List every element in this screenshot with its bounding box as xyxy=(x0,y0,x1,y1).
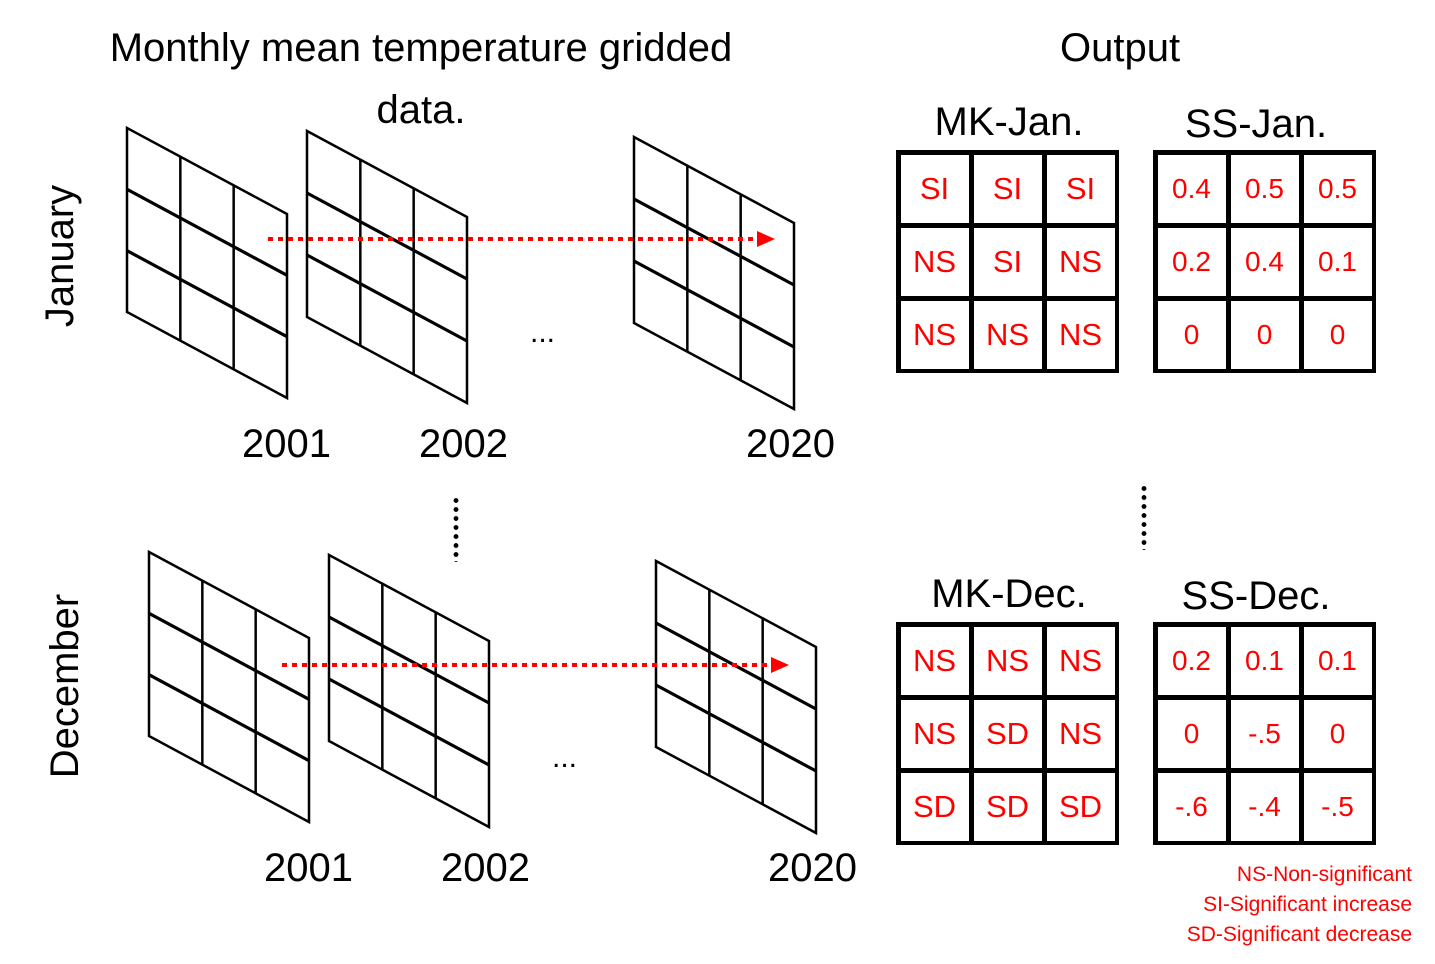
year-label-2001-dec: 2001 xyxy=(264,846,353,890)
grid-jan-2002 xyxy=(305,128,469,406)
row-label-december: December xyxy=(43,593,87,779)
grid-line-horizontal xyxy=(126,249,288,339)
grid-line-horizontal xyxy=(633,197,795,287)
table-cell: -.5 xyxy=(1302,771,1373,842)
table-cell: 0.1 xyxy=(1302,226,1373,297)
table-title-ss-dec: SS-Dec. xyxy=(1181,574,1331,618)
table-cell: 0 xyxy=(1302,698,1373,769)
table-cell: 0 xyxy=(1302,299,1373,370)
table-cell: 0 xyxy=(1156,698,1227,769)
table-cell: NS xyxy=(899,226,970,297)
grid-line-horizontal xyxy=(148,611,310,701)
table-cell: SI xyxy=(1045,153,1116,224)
table-cell: NS xyxy=(899,698,970,769)
table-cell: SD xyxy=(972,698,1043,769)
arrow-head xyxy=(771,657,789,673)
row-label-january: January xyxy=(38,184,82,328)
legend-item-si: SI-Significant increase xyxy=(1203,893,1412,916)
ellipsis-december: ... xyxy=(552,741,578,774)
time-arrow-december xyxy=(282,657,789,673)
grid-dec-2020 xyxy=(654,558,818,836)
table-ss-dec: 0.2 0.1 0.1 0 -.5 0 -.6 -.4 -.5 xyxy=(1153,622,1376,845)
table-cell: NS xyxy=(1045,625,1116,696)
time-arrow-january xyxy=(268,231,775,247)
output-title: Output xyxy=(1060,26,1181,70)
year-label-2001-jan: 2001 xyxy=(242,422,331,466)
grid-dec-2002 xyxy=(327,552,491,830)
table-cell: NS xyxy=(1045,226,1116,297)
table-title-ss-jan: SS-Jan. xyxy=(1184,102,1328,146)
table-cell: NS xyxy=(899,299,970,370)
grid-line-horizontal xyxy=(306,253,468,343)
grid-jan-2001 xyxy=(125,125,289,401)
year-label-2020-dec: 2020 xyxy=(768,846,857,890)
table-mk-jan: SI SI SI NS SI NS NS NS NS xyxy=(896,150,1119,373)
table-cell: NS xyxy=(1045,299,1116,370)
year-label-2002-jan: 2002 xyxy=(419,422,508,466)
table-cell: SD xyxy=(972,771,1043,842)
grid-jan-2020 xyxy=(632,134,796,412)
table-cell: 0.5 xyxy=(1302,153,1373,224)
table-cell: 0 xyxy=(1156,299,1227,370)
table-cell: -.6 xyxy=(1156,771,1227,842)
table-cell: SI xyxy=(972,226,1043,297)
legend-item-sd: SD-Significant decrease xyxy=(1186,923,1412,946)
grid-line-horizontal xyxy=(328,615,490,705)
table-cell: -.4 xyxy=(1229,771,1300,842)
table-cell: SI xyxy=(972,153,1043,224)
arrow-head xyxy=(757,231,775,247)
table-cell: 0.1 xyxy=(1302,625,1373,696)
grid-line-horizontal xyxy=(306,191,468,281)
table-cell: 0.1 xyxy=(1229,625,1300,696)
grid-line-horizontal xyxy=(126,187,288,277)
year-label-2020-jan: 2020 xyxy=(746,422,835,466)
vertical-ellipsis-right xyxy=(1141,484,1147,550)
table-cell: SI xyxy=(899,153,970,224)
grid-dec-2001 xyxy=(147,549,311,825)
table-cell: 0.2 xyxy=(1156,625,1227,696)
diagram-title-line-1: Monthly mean temperature gridded xyxy=(109,26,733,70)
table-cell: 0.2 xyxy=(1156,226,1227,297)
table-cell: -.5 xyxy=(1229,698,1300,769)
diagram-title-line-2: data. xyxy=(376,88,466,132)
table-cell: NS xyxy=(972,625,1043,696)
table-title-mk-jan: MK-Jan. xyxy=(934,100,1084,144)
table-cell: NS xyxy=(1045,698,1116,769)
table-cell: 0 xyxy=(1229,299,1300,370)
grid-line-horizontal xyxy=(655,683,817,773)
year-label-2002-dec: 2002 xyxy=(441,846,530,890)
table-ss-jan: 0.4 0.5 0.5 0.2 0.4 0.1 0 0 0 xyxy=(1153,150,1376,373)
legend: NS-Non-significant SI-Significant increa… xyxy=(1187,860,1412,950)
vertical-ellipsis-left xyxy=(453,496,459,562)
table-cell: SD xyxy=(1045,771,1116,842)
grid-line-horizontal xyxy=(328,677,490,767)
table-mk-dec: NS NS NS NS SD NS SD SD SD xyxy=(896,622,1119,845)
legend-item-ns: NS-Non-significant xyxy=(1236,863,1412,886)
ellipsis-january: ... xyxy=(530,316,556,349)
table-cell: 0.4 xyxy=(1156,153,1227,224)
grid-line-horizontal xyxy=(148,673,310,763)
grid-line-horizontal xyxy=(633,259,795,349)
table-title-mk-dec: MK-Dec. xyxy=(931,572,1087,616)
table-cell: NS xyxy=(972,299,1043,370)
table-cell: NS xyxy=(899,625,970,696)
table-cell: 0.5 xyxy=(1229,153,1300,224)
table-cell: SD xyxy=(899,771,970,842)
table-cell: 0.4 xyxy=(1229,226,1300,297)
